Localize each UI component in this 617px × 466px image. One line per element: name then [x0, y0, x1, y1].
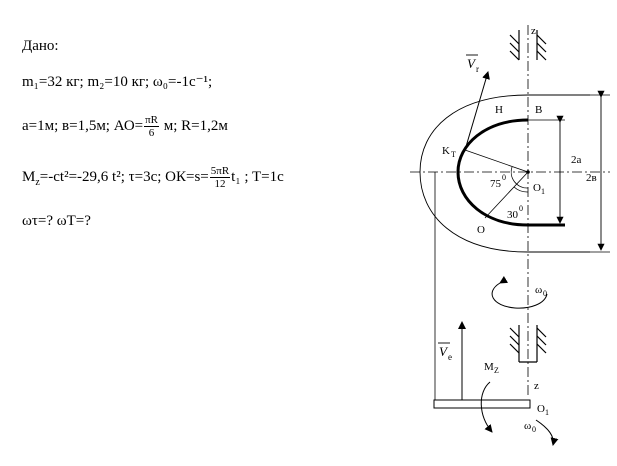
- svg-text:0: 0: [532, 425, 536, 434]
- svg-text:0: 0: [519, 204, 523, 213]
- svg-text:O: O: [533, 182, 541, 194]
- moment-formula: =-ct²=-29,6 t²; τ=3c; ОК=s=: [39, 168, 209, 185]
- label-vr: V r: [466, 54, 479, 74]
- fraction-denominator: 6: [148, 127, 155, 139]
- svg-text:1: 1: [545, 408, 549, 417]
- label-dimension-2b: 2в: [586, 172, 597, 184]
- given-dimensions-part1: а=1м; в=1,5м; АО=: [22, 117, 144, 134]
- upper-bearing: [509, 30, 547, 61]
- label-moment-mz: M Z: [484, 361, 499, 375]
- svg-text:0: 0: [543, 289, 547, 298]
- fraction-numerator: πR: [144, 114, 159, 127]
- svg-text:e: e: [448, 352, 452, 362]
- fraction2-denominator: 12: [214, 178, 226, 190]
- svg-text:30: 30: [507, 209, 519, 221]
- moment-symbol: M: [22, 168, 36, 185]
- svg-text:V: V: [439, 344, 449, 359]
- fraction2-numerator: 5πR: [209, 165, 231, 178]
- svg-text:K: K: [442, 145, 450, 157]
- svg-text:1: 1: [541, 187, 545, 196]
- label-point-kt: K T: [442, 145, 456, 159]
- lower-bearing: [509, 325, 547, 363]
- angle-75-arc: [510, 166, 529, 189]
- moment-mz-arrow: [480, 381, 493, 433]
- angle-30-arc: [513, 186, 529, 193]
- given-unknowns: ωτ=? ωT=?: [22, 213, 91, 229]
- svg-text:O: O: [537, 403, 545, 415]
- base-bar: [433, 399, 531, 409]
- label-axis-o1: O 1: [537, 403, 549, 417]
- inner-groove-contour: [456, 118, 565, 227]
- relative-velocity-vector: [464, 71, 490, 151]
- given-data-block: Дано: m₁=32 кг; m₂=10 кг; ω₀=-1с⁻¹; а=1м…: [22, 38, 284, 229]
- label-ve: V e: [438, 342, 452, 362]
- label-point-b: B: [535, 104, 542, 116]
- label-z-top: z: [531, 25, 536, 37]
- label-point-o: O: [477, 224, 485, 236]
- label-point-h: H: [495, 104, 503, 116]
- svg-text:0: 0: [502, 173, 506, 182]
- svg-text:Z: Z: [494, 366, 499, 375]
- svg-text:r: r: [476, 64, 479, 74]
- svg-text:75: 75: [490, 178, 502, 190]
- given-masses-omega: m₁=32 кг; m₂=10 кг; ω₀=-1с⁻¹;: [22, 74, 213, 90]
- omega-bottom-arrow: [535, 419, 559, 446]
- label-omega-mid: ω 0: [535, 284, 547, 298]
- given-dimensions-part2: м; R=1,2м: [160, 117, 228, 134]
- label-angle-75: 75 0: [490, 173, 506, 190]
- label-omega-bottom: ω 0: [524, 420, 536, 434]
- label-z-bottom: z: [534, 380, 539, 392]
- label-angle-30: 30 0: [507, 204, 523, 221]
- moment-time-tail: t₁ ; T=1c: [231, 168, 284, 185]
- svg-text:ω: ω: [524, 420, 531, 432]
- moment-subscript: z: [35, 176, 40, 188]
- radius-to-K: [464, 149, 529, 173]
- svg-text:M: M: [484, 361, 494, 373]
- svg-text:T: T: [451, 150, 456, 159]
- center-o1-point: [526, 170, 530, 174]
- radius-to-O: [484, 171, 529, 219]
- omega-mid-arrow: [491, 275, 548, 309]
- svg-text:V: V: [467, 56, 477, 71]
- given-title: Дано:: [22, 38, 59, 54]
- label-dimension-2a: 2a: [571, 154, 582, 166]
- svg-text:ω: ω: [535, 284, 542, 296]
- label-center-o1: O 1: [533, 182, 545, 196]
